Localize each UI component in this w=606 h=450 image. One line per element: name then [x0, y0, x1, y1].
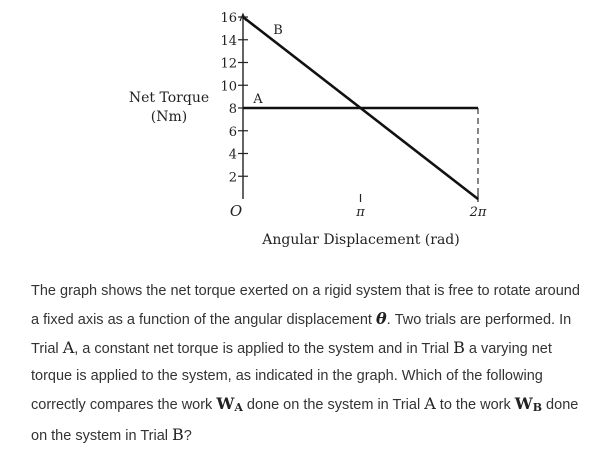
question-part: done on the system in Trial [31, 397, 579, 444]
question-part: The graph shows the net torque exerted o… [31, 283, 580, 328]
work-b-symbol: WB [514, 394, 543, 414]
y-tick-label: 14 [220, 34, 237, 49]
work-a-symbol: WA [216, 394, 243, 414]
series-label-a: A [252, 92, 263, 107]
question-part: a varying net torque is applied to the s… [31, 341, 552, 413]
question-part: ? [183, 428, 192, 444]
x-tick-label: π [355, 205, 365, 220]
x-axis-label: Angular Displacement (rad) [261, 232, 459, 248]
y-tick-label: 10 [220, 79, 237, 94]
axis-ticks: 2 4 6 8 10 12 14 16 π 2π [220, 11, 486, 220]
theta-symbol: θ [375, 309, 387, 328]
series-label-b: B [273, 23, 283, 38]
origin-label: O [230, 202, 242, 220]
y-tick-label: 12 [220, 57, 237, 72]
y-axis-label-line2: (Nm) [151, 109, 187, 125]
y-tick-label: 6 [229, 125, 237, 140]
question-part: . Two trials are performed. In Trial [31, 312, 572, 357]
series-line-b [242, 15, 479, 201]
series-lines: AB [242, 15, 479, 201]
work-a-w: W [216, 394, 235, 413]
y-tick-label: 16 [220, 11, 237, 26]
axes [239, 12, 247, 199]
chart-labels: Net Torque (Nm) Angular Displacement (ra… [129, 90, 460, 248]
trial-a-label: A [62, 338, 75, 357]
trial-b-label: B [172, 425, 184, 444]
y-tick-label: 8 [229, 102, 237, 117]
x-tick-label: 2π [469, 205, 487, 220]
work-b-w: W [514, 394, 533, 413]
question-part: done on the system in Trial [242, 397, 425, 413]
question-part: , a constant net torque is applied to th… [74, 341, 454, 357]
y-tick-label: 4 [229, 148, 237, 163]
question-part: to the work [435, 397, 515, 413]
trial-b-label: B [453, 338, 465, 357]
work-b-subscript: B [532, 401, 543, 414]
y-axis-label-line1: Net Torque [129, 90, 209, 106]
work-a-subscript: A [234, 401, 243, 414]
y-tick-label: 2 [229, 170, 237, 185]
question-text: The graph shows the net torque exerted o… [31, 278, 591, 450]
trial-a-label: A [424, 394, 436, 413]
